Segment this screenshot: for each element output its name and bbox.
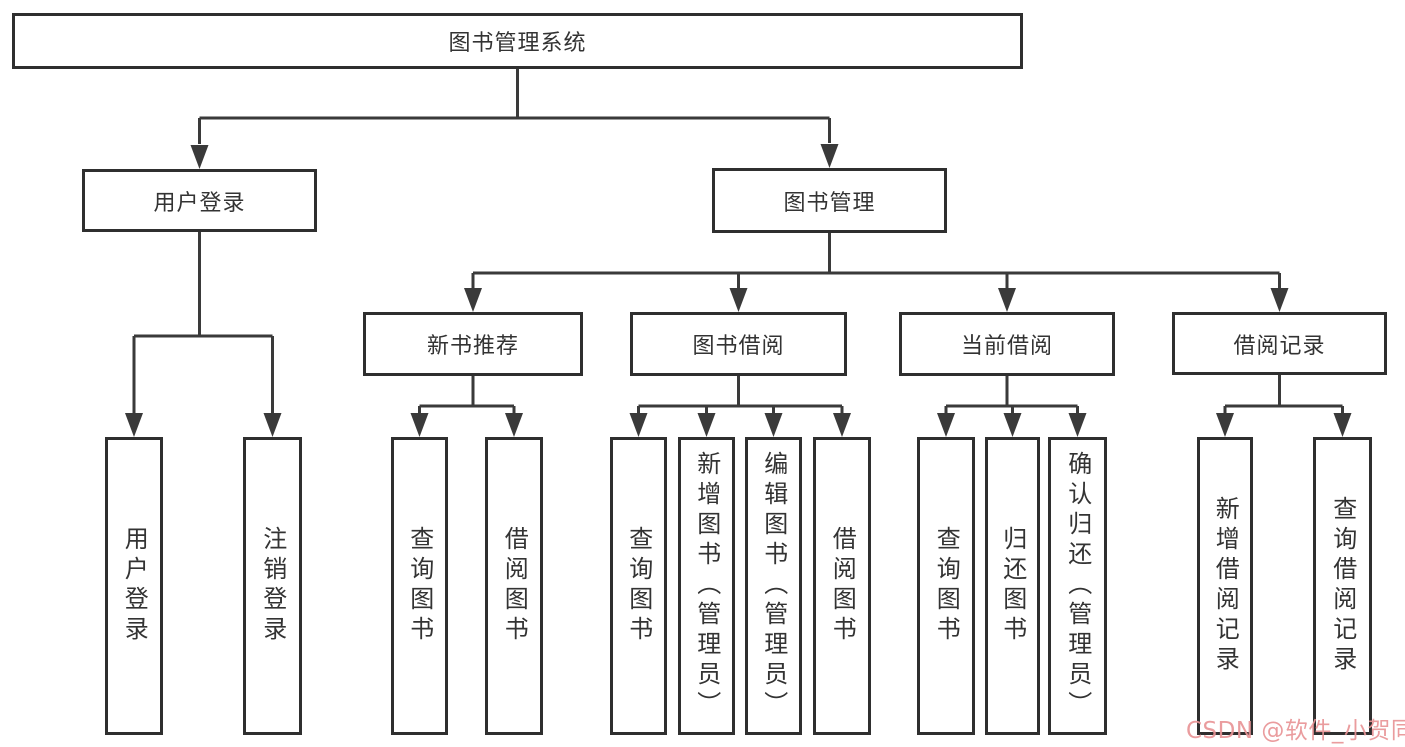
node-library-system: 图书管理系统 bbox=[12, 13, 1023, 69]
leaf-borrowing-edit-books-admin-label: 编辑图书（管理员） bbox=[759, 451, 788, 721]
leaf-borrowing-query-books-label: 查询图书 bbox=[624, 526, 653, 646]
leaf-borrowing-add-books-admin-label: 新增图书（管理员） bbox=[692, 451, 721, 721]
leaf-logout-label: 注销登录 bbox=[258, 526, 287, 646]
node-new-book-recommend-label: 新书推荐 bbox=[426, 334, 519, 359]
leaf-current-confirm-return-admin-label: 确认归还（管理员） bbox=[1063, 451, 1092, 721]
connector-new-book-rec-to-leaves bbox=[410, 376, 523, 437]
node-user-login-label: 用户登录 bbox=[153, 190, 246, 216]
connector-current-borrow-to-leaves bbox=[937, 376, 1087, 437]
connector-root-to-level2 bbox=[190, 69, 839, 169]
leaf-current-return-books-label: 归还图书 bbox=[998, 526, 1027, 646]
leaf-user-login: 用户登录 bbox=[105, 437, 163, 735]
node-book-borrowing: 图书借阅 bbox=[630, 312, 847, 376]
node-book-management-label: 图书管理 bbox=[783, 190, 876, 216]
connector-user-login-to-leaves bbox=[125, 232, 282, 437]
node-current-borrowing: 当前借阅 bbox=[899, 312, 1115, 376]
leaf-borrowing-borrow-books: 借阅图书 bbox=[813, 437, 871, 735]
leaf-newrec-borrow-books-label: 借阅图书 bbox=[500, 526, 529, 646]
connector-book-mgmt-to-level3 bbox=[464, 233, 1289, 312]
leaf-newrec-query-books-label: 查询图书 bbox=[405, 526, 434, 646]
connector-book-borrow-to-leaves bbox=[629, 376, 851, 437]
leaf-newrec-borrow-books: 借阅图书 bbox=[485, 437, 543, 735]
leaf-newrec-query-books: 查询图书 bbox=[391, 437, 448, 735]
node-book-management: 图书管理 bbox=[712, 168, 947, 233]
leaf-records-query-record: 查询借阅记录 bbox=[1313, 437, 1372, 735]
connector-borrow-records-to-leaves bbox=[1216, 375, 1352, 437]
node-new-book-recommend: 新书推荐 bbox=[363, 312, 583, 376]
leaf-records-add-record: 新增借阅记录 bbox=[1197, 437, 1253, 735]
leaf-borrowing-edit-books-admin: 编辑图书（管理员） bbox=[745, 437, 802, 735]
csdn-watermark: CSDN @软件_小贺同学 bbox=[1186, 718, 1405, 744]
node-book-borrowing-label: 图书借阅 bbox=[692, 334, 785, 359]
leaf-current-return-books: 归还图书 bbox=[985, 437, 1040, 735]
leaf-user-login-label: 用户登录 bbox=[120, 526, 149, 646]
leaf-borrowing-borrow-books-label: 借阅图书 bbox=[828, 526, 857, 646]
leaf-records-add-record-label: 新增借阅记录 bbox=[1211, 496, 1240, 676]
node-borrow-records: 借阅记录 bbox=[1172, 312, 1387, 375]
leaf-borrowing-query-books: 查询图书 bbox=[610, 437, 667, 735]
node-current-borrowing-label: 当前借阅 bbox=[960, 334, 1053, 359]
node-user-login: 用户登录 bbox=[82, 169, 317, 232]
leaf-borrowing-add-books-admin: 新增图书（管理员） bbox=[678, 437, 735, 735]
node-library-system-label: 图书管理系统 bbox=[448, 31, 587, 56]
leaf-current-query-books: 查询图书 bbox=[917, 437, 975, 735]
node-borrow-records-label: 借阅记录 bbox=[1233, 333, 1326, 359]
leaf-current-query-books-label: 查询图书 bbox=[932, 526, 961, 646]
leaf-records-query-record-label: 查询借阅记录 bbox=[1328, 496, 1357, 676]
leaf-current-confirm-return-admin: 确认归还（管理员） bbox=[1048, 437, 1107, 735]
leaf-logout: 注销登录 bbox=[243, 437, 302, 735]
